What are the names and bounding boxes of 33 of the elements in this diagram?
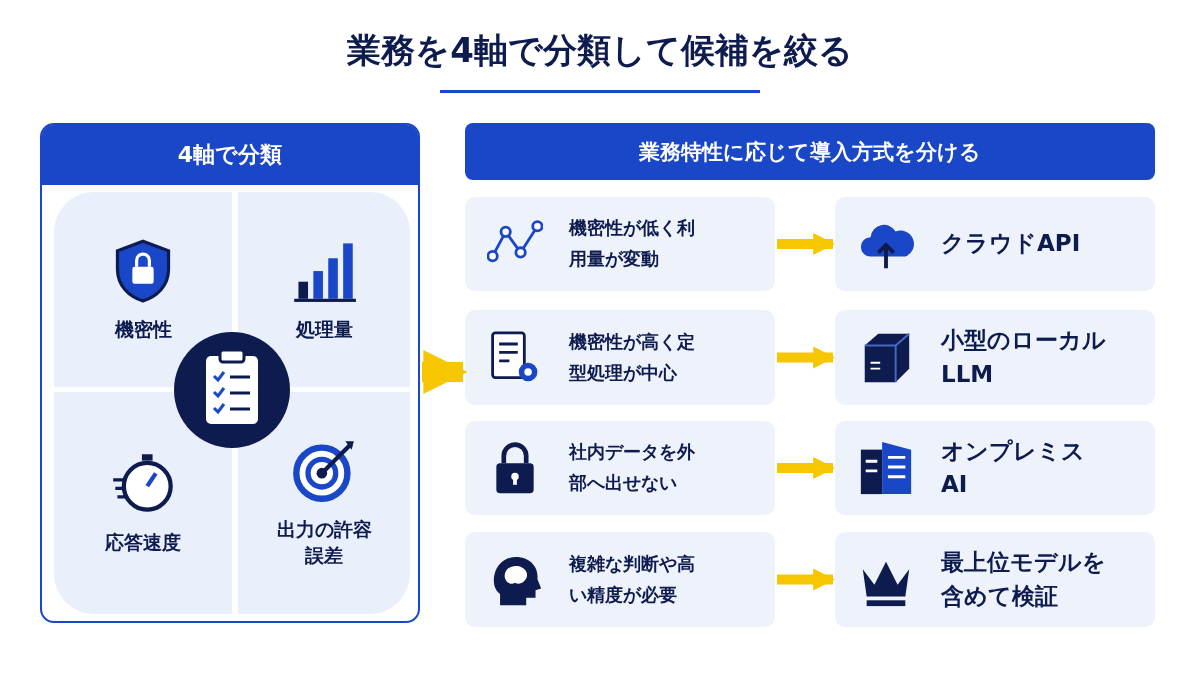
title: 業務を4軸で分類して候補を絞る (346, 29, 854, 72)
condition-text: 社内データを外部へ出せない (569, 440, 696, 495)
axis-label: 機密性 (113, 316, 173, 342)
condition-text: 複雑な判断や高い精度が必要 (569, 551, 696, 607)
axis-quadrant (238, 392, 410, 614)
method-text: オンプレミスAI (941, 436, 1086, 499)
arrow (422, 350, 468, 394)
method-text: 小型のローカルLLM (941, 326, 1107, 389)
panel-heading: 4軸で分類 (42, 125, 418, 185)
arrow (777, 346, 836, 369)
condition-card (465, 310, 775, 405)
condition-text: 機密性が低く利用量が変動 (569, 216, 696, 271)
axis-quadrant (238, 192, 410, 387)
condition-card (465, 532, 775, 627)
axis-quadrant (54, 392, 232, 614)
axis-quadrant (54, 192, 232, 387)
method-card (835, 532, 1155, 627)
condition-card (465, 421, 775, 515)
method-card (835, 421, 1155, 515)
axis-label: 出力の許容誤差 (276, 517, 372, 568)
axis-label: 応答速度 (104, 530, 182, 555)
method-card (835, 197, 1155, 291)
arrow (777, 457, 836, 479)
classification-panel (40, 123, 420, 623)
condition-text: 機密性が高く定型処理が中心 (569, 329, 696, 385)
axis-label: 処理量 (294, 316, 354, 342)
condition-card (465, 197, 775, 291)
method-text: 最上位モデルを含めて検証 (941, 548, 1107, 611)
arrow (777, 568, 836, 591)
method-text: クラウドAPI (941, 229, 1082, 259)
method-card (835, 310, 1155, 405)
arrow (777, 233, 836, 255)
section-heading: 業務特性に応じて導入方式を分ける (465, 123, 1155, 180)
